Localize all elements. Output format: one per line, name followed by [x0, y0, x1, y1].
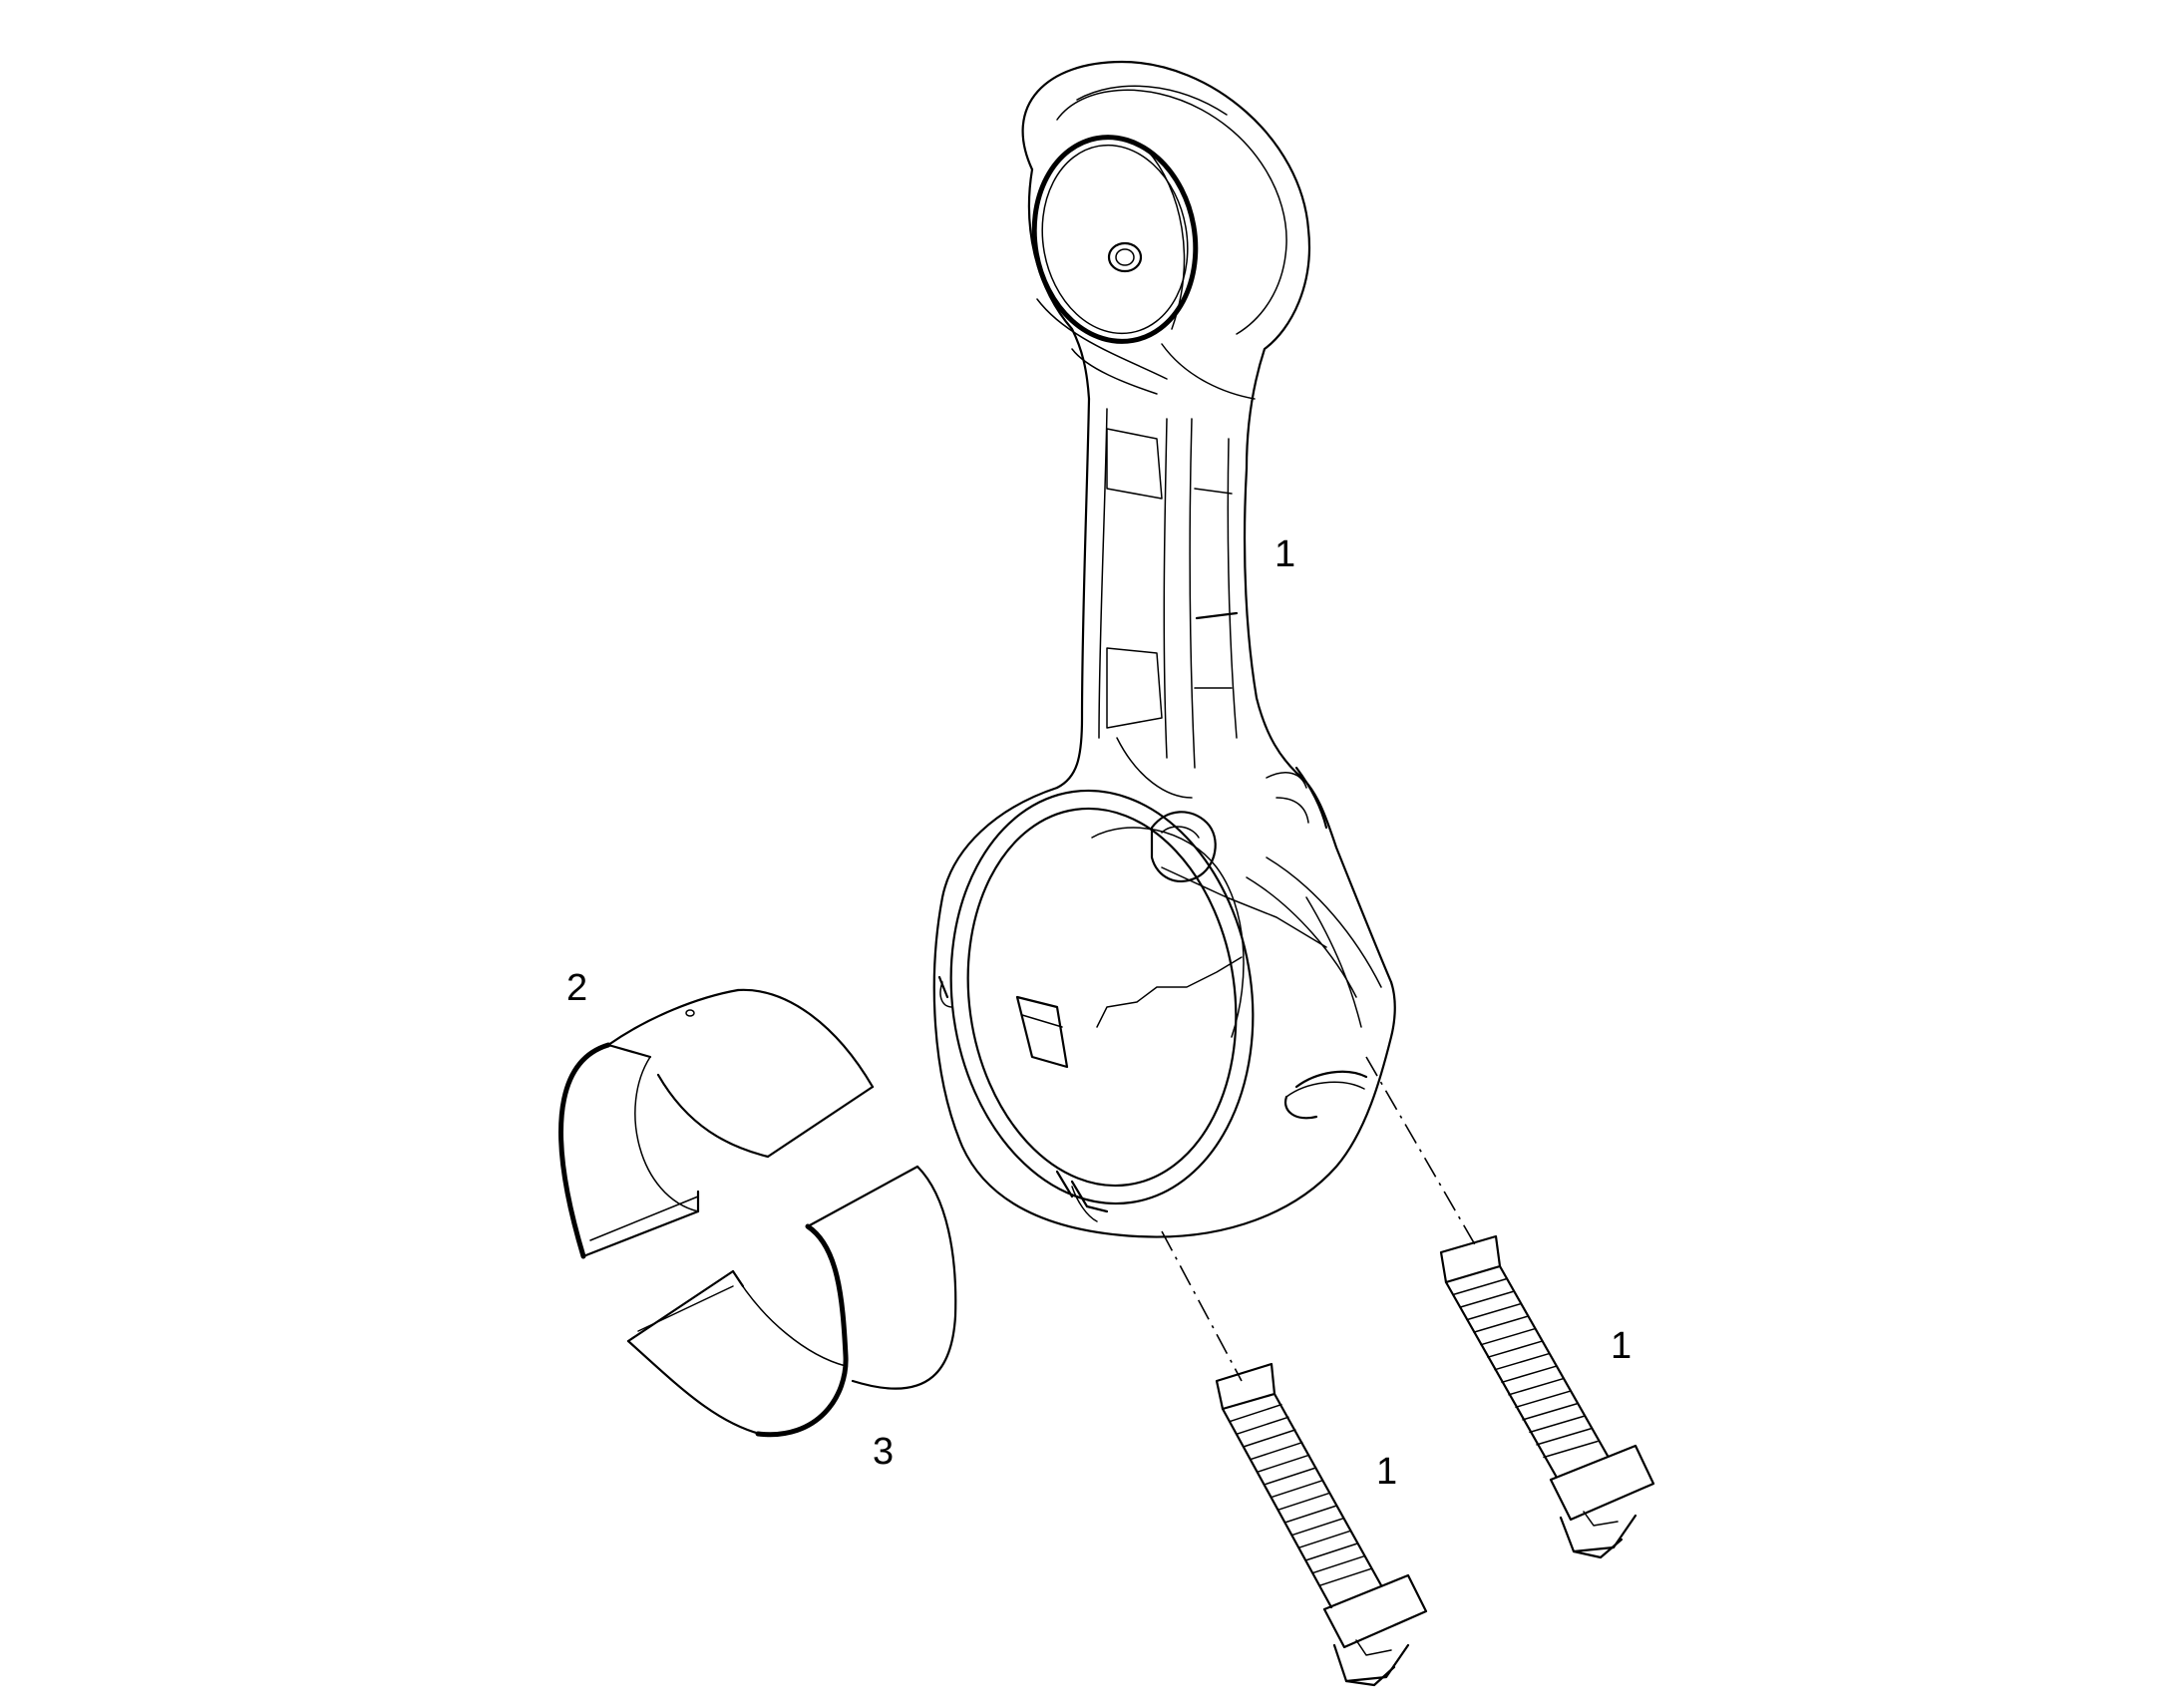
bolt-thread-line: [1501, 1365, 1557, 1384]
callout-rod: 1: [1274, 533, 1295, 575]
bolt-thread-line: [1466, 1302, 1522, 1321]
connecting-rod: [932, 60, 1396, 1238]
bolt-thread-line: [1543, 1440, 1599, 1459]
bolt-thread-line: [1236, 1416, 1289, 1436]
bolt-thread-line: [1494, 1352, 1550, 1371]
bolt-thread-line: [1452, 1277, 1508, 1296]
bolt-thread-line: [1508, 1378, 1564, 1396]
bolt-axis-right: [1365, 1056, 1477, 1247]
rod-bolt-right: [1439, 1234, 1655, 1559]
lower-bearing-shell: [626, 1165, 957, 1438]
bolt-thread-line: [1318, 1567, 1372, 1587]
bolt-thread-line: [1249, 1441, 1303, 1461]
bolt-thread-line: [1297, 1530, 1352, 1549]
bolt-thread-line: [1311, 1554, 1365, 1574]
bolt-thread-line: [1515, 1390, 1571, 1409]
callout-upper-bearing: 2: [566, 967, 587, 1009]
bolt-thread-line: [1243, 1429, 1296, 1448]
bolt-thread-line: [1459, 1290, 1515, 1308]
bolt-thread-line: [1263, 1467, 1317, 1486]
callout-bolt-left: 1: [1376, 1451, 1397, 1493]
bolt-thread-line: [1283, 1505, 1338, 1524]
bolt-thread-line: [1276, 1492, 1331, 1512]
bolt-thread-line: [1473, 1315, 1529, 1333]
bolt-thread-line: [1480, 1327, 1536, 1346]
bolt-thread-line: [1290, 1517, 1345, 1537]
rod-bolt-left: [1215, 1362, 1428, 1687]
bolt-thread-line: [1536, 1428, 1592, 1446]
callout-bolt-right: 1: [1611, 1325, 1632, 1367]
bolt-thread-line: [1487, 1340, 1543, 1358]
bolt-thread-line: [1256, 1454, 1310, 1474]
bolt-thread-line: [1229, 1403, 1282, 1423]
callout-lower-bearing: 3: [873, 1431, 894, 1473]
bolt-thread-line: [1304, 1542, 1358, 1561]
bolt-thread-line: [1522, 1403, 1578, 1421]
upper-bearing-shell: [558, 988, 875, 1259]
bolt-axis-left: [1161, 1230, 1243, 1382]
bolt-thread-line: [1529, 1415, 1585, 1434]
bolt-thread-line: [1270, 1479, 1324, 1499]
